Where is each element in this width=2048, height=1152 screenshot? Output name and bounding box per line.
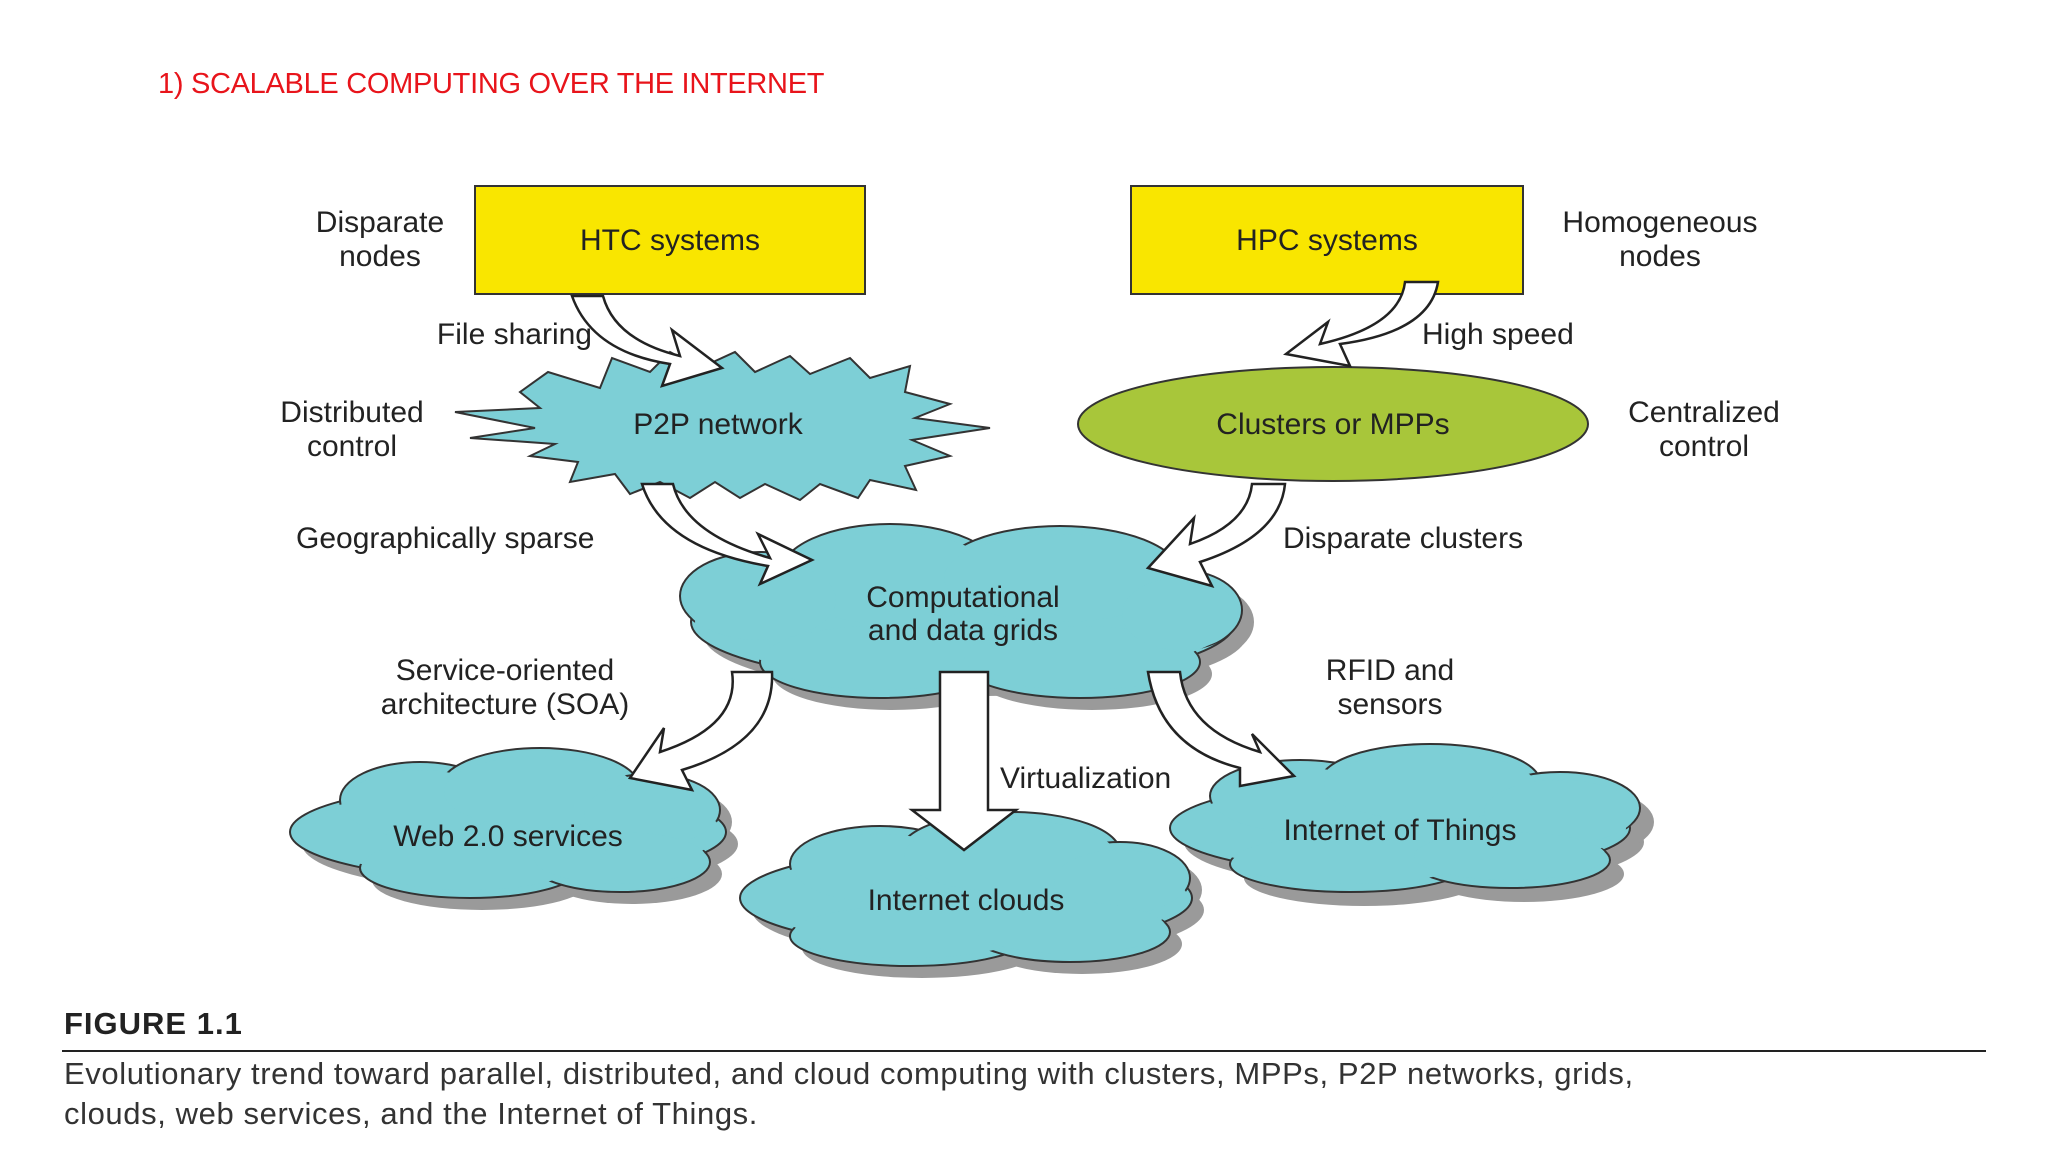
label-disparate-nodes-2: nodes — [339, 240, 421, 273]
label-homogeneous-nodes-1: Homogeneous — [1562, 206, 1757, 239]
label-distributed-control-2: control — [307, 430, 397, 463]
label-centralized-control-2: control — [1659, 430, 1749, 463]
label-file-sharing: File sharing — [437, 318, 592, 351]
arrow-grids-to-web — [627, 670, 774, 792]
label-soa-2: architecture (SOA) — [381, 688, 629, 721]
p2p-network-shape: P2P network — [454, 350, 991, 502]
label-homogeneous-nodes-2: nodes — [1619, 240, 1701, 273]
label-rfid-2: sensors — [1337, 688, 1442, 721]
label-distributed-control-1: Distributed — [280, 396, 423, 429]
clusters-mpps-shape: Clusters or MPPs — [1077, 366, 1589, 482]
evolution-diagram: HTC systems HPC systems P2P network Clus… — [280, 185, 1780, 978]
label-disparate-nodes-1: Disparate — [316, 206, 444, 239]
label-soa-1: Service-oriented — [396, 654, 614, 687]
hpc-systems-label: HPC systems — [1236, 224, 1418, 257]
arrow-clusters-to-grids — [1145, 482, 1287, 588]
arrow-hpc-to-clusters — [1283, 280, 1440, 368]
arrow-htc-to-p2p — [570, 294, 725, 388]
p2p-network-label: P2P network — [633, 408, 804, 441]
label-disparate-clusters: Disparate clusters — [1283, 522, 1523, 555]
label-high-speed: High speed — [1422, 318, 1574, 351]
arrow-p2p-to-grids — [640, 482, 815, 587]
label-centralized-control-1: Centralized — [1628, 396, 1780, 429]
arrow-grids-to-iot — [1146, 670, 1297, 788]
label-rfid-1: RFID and — [1326, 654, 1454, 687]
label-geographically-sparse: Geographically sparse — [296, 522, 595, 555]
web-services-cloud: Web 2.0 services — [289, 747, 738, 910]
internet-of-things-label: Internet of Things — [1284, 814, 1517, 847]
figure-caption: Evolutionary trend toward parallel, dist… — [64, 1054, 1988, 1134]
figure-caption-line1: Evolutionary trend toward parallel, dist… — [64, 1056, 1634, 1091]
page-heading: 1) SCALABLE COMPUTING OVER THE INTERNET — [158, 68, 825, 100]
figure-caption-line2: clouds, web services, and the Internet o… — [64, 1096, 758, 1131]
figure-label: FIGURE 1.1 — [64, 1006, 243, 1041]
htc-systems-label: HTC systems — [580, 224, 760, 257]
grids-label-line1: Computational — [866, 581, 1059, 614]
htc-systems-box: HTC systems — [474, 185, 866, 295]
web-services-label: Web 2.0 services — [393, 820, 623, 853]
internet-clouds-label: Internet clouds — [868, 884, 1065, 917]
clusters-mpps-label: Clusters or MPPs — [1216, 408, 1449, 441]
computational-grids-cloud: Computational and data grids — [679, 523, 1254, 710]
label-virtualization: Virtualization — [1000, 762, 1171, 795]
hpc-systems-box: HPC systems — [1130, 185, 1524, 295]
grids-label-line2: and data grids — [868, 614, 1058, 647]
figure-divider — [62, 1050, 1986, 1052]
arrow-grids-to-clouds — [908, 670, 1020, 852]
internet-clouds-shape: Internet clouds — [739, 811, 1204, 978]
